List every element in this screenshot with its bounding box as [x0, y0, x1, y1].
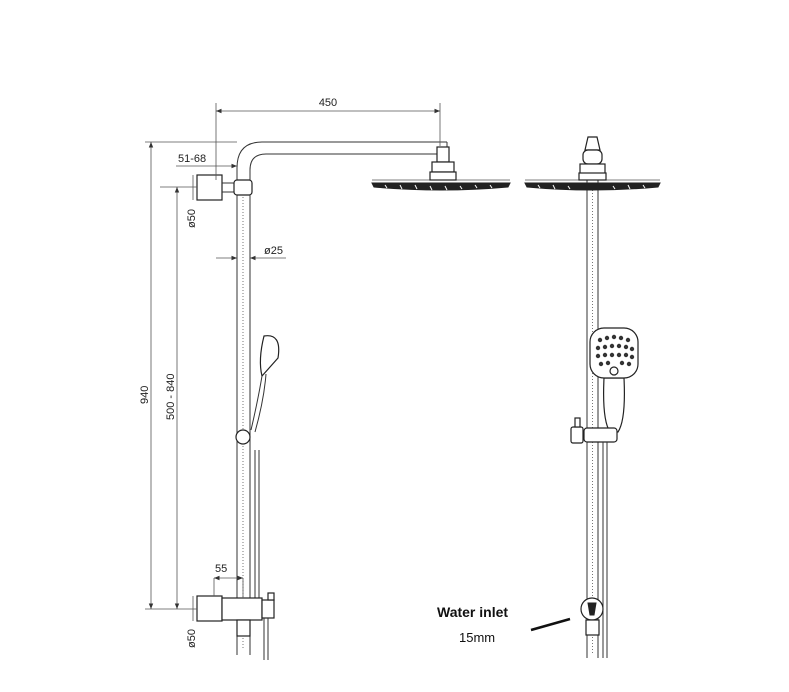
water-inlet-label: Water inlet: [437, 604, 509, 620]
dimension-bottom-offset-label: 55: [215, 563, 227, 575]
dimension-wall-offset: 51-68: [176, 153, 237, 169]
dimension-flange-top-label: ø50: [186, 209, 198, 228]
dimension-adjustable-height-label: 500 - 840: [165, 374, 177, 420]
front-slider: [570, 417, 618, 444]
dimension-rail-diameter-label: ø25: [264, 245, 283, 257]
dimension-adjustable-height: 500 - 840: [160, 186, 197, 609]
front-head-connector: [579, 136, 606, 175]
side-rail: [236, 172, 251, 655]
handset-nozzle-dots: [595, 334, 635, 367]
dimension-flange-top: ø50: [186, 175, 198, 228]
front-rail: [586, 180, 599, 658]
dimension-flange-bottom: ø50: [186, 596, 198, 648]
side-view: 450 51-68 ø50 ø25 940 500 - 840: [139, 97, 511, 660]
dimension-bottom-offset: 55: [213, 563, 244, 598]
dimension-flange-bottom-label: ø50: [186, 629, 198, 648]
water-inlet-size: 15mm: [459, 630, 496, 645]
dimension-total-height-label: 940: [139, 386, 151, 404]
front-view: [524, 136, 661, 658]
front-bottom-outlet: [580, 597, 604, 636]
side-arm: [236, 141, 448, 180]
dimension-total-height: 940: [139, 141, 237, 610]
water-inlet-pointer: [530, 617, 571, 632]
side-bottom-flange: [196, 592, 275, 660]
side-head-connector: [431, 146, 455, 173]
side-handset: [250, 335, 280, 600]
dimension-rail-diameter: ø25: [216, 245, 286, 261]
side-shower-head: [371, 171, 511, 191]
dimension-arm-length: 450: [215, 97, 441, 180]
side-top-flange: [196, 174, 253, 201]
front-shower-head: [524, 172, 661, 191]
dimension-wall-offset-label: 51-68: [178, 153, 206, 165]
dimension-arm-length-label: 450: [319, 97, 337, 109]
side-slider-knob: [235, 429, 251, 445]
front-handset: [589, 327, 639, 433]
front-hose: [602, 442, 608, 658]
